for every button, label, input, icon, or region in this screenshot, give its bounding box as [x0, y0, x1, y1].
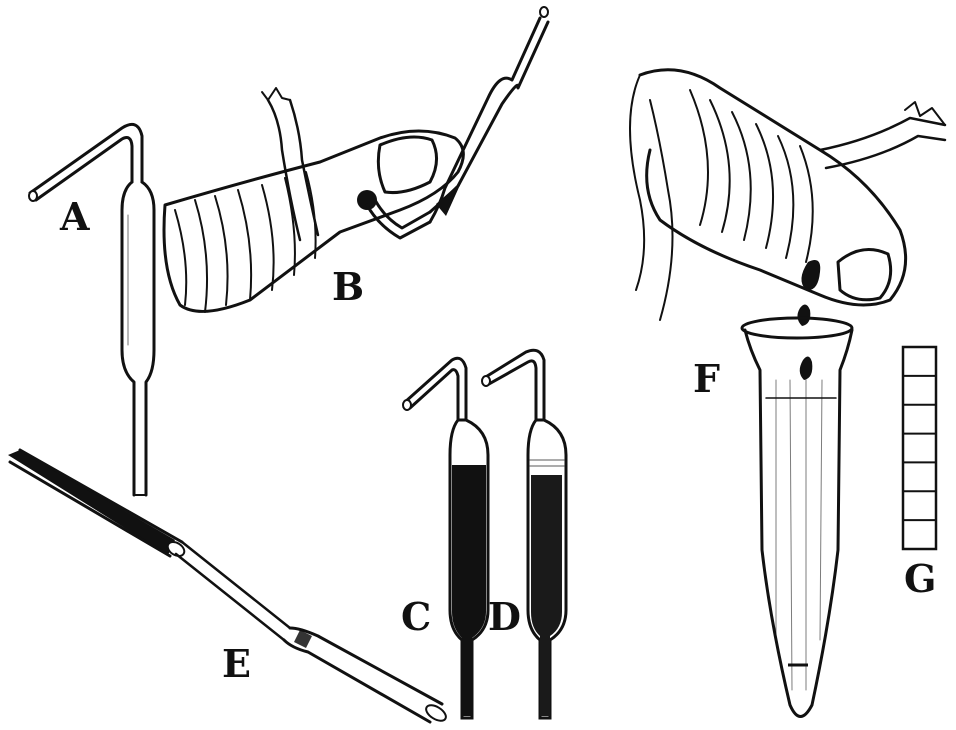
label-e: E [222, 645, 251, 683]
label-d: D [488, 598, 521, 636]
label-f: F [693, 360, 720, 398]
label-a: A [60, 198, 89, 236]
scale-g [903, 347, 936, 549]
pipette-d [482, 350, 566, 718]
label-g: G [904, 560, 936, 598]
conical-tube [742, 318, 852, 717]
label-c: C [401, 598, 431, 636]
label-b: B [332, 268, 364, 306]
pipette-a [29, 124, 154, 495]
finger-f [630, 70, 945, 380]
pipette-c [403, 358, 488, 718]
